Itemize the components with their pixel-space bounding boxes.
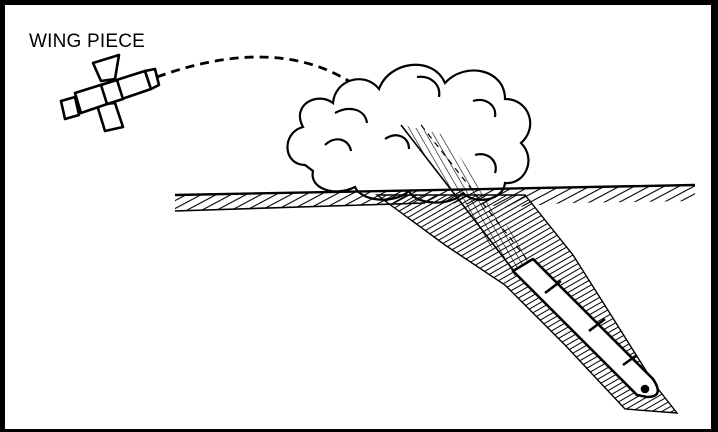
wing-piece [61, 55, 159, 131]
diagram-canvas [5, 5, 711, 429]
smoke-cloud [287, 65, 530, 203]
